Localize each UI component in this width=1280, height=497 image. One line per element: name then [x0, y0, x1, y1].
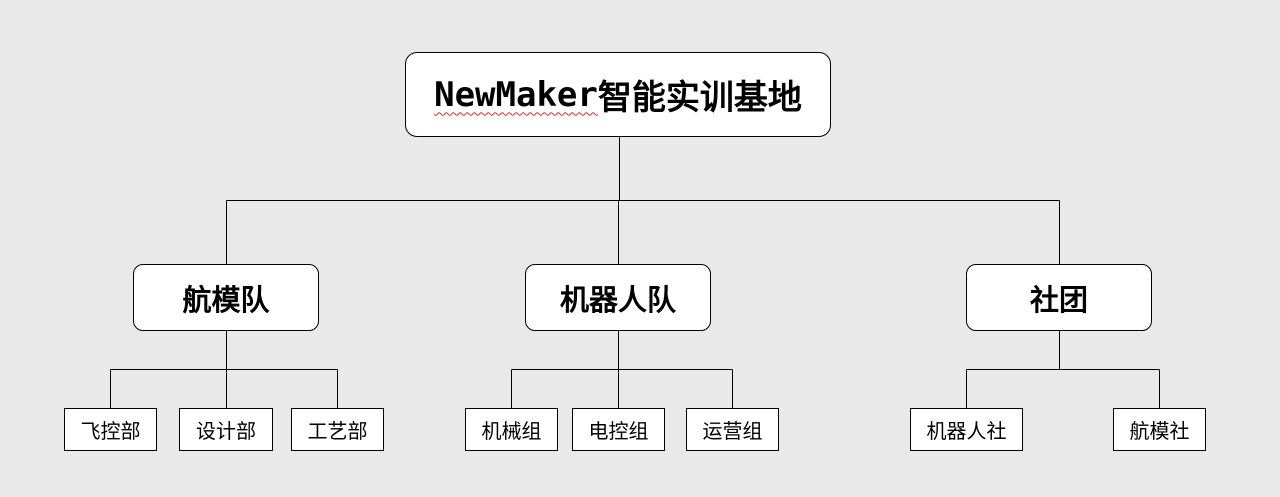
- leaf-node-craft: 工艺部: [291, 408, 384, 451]
- leaf-node-flight-control: 飞控部: [64, 408, 157, 451]
- leaf-node-mechanical: 机械组: [465, 408, 558, 451]
- root-brand-text: NewMaker: [434, 74, 598, 115]
- leaf-node-robot-club: 机器人社: [910, 408, 1023, 451]
- leaf-node-operations: 运营组: [686, 408, 779, 451]
- leaf-node-electrical: 电控组: [572, 408, 665, 451]
- root-suffix-text: 智能实训基地: [597, 78, 802, 118]
- group-node-robot-team: 机器人队: [525, 264, 711, 331]
- leaf-node-aeromodel-club: 航模社: [1113, 408, 1206, 451]
- leaf-node-design: 设计部: [179, 408, 273, 451]
- group-node-aeromodel-team: 航模队: [133, 264, 319, 331]
- group-node-club: 社团: [966, 264, 1152, 331]
